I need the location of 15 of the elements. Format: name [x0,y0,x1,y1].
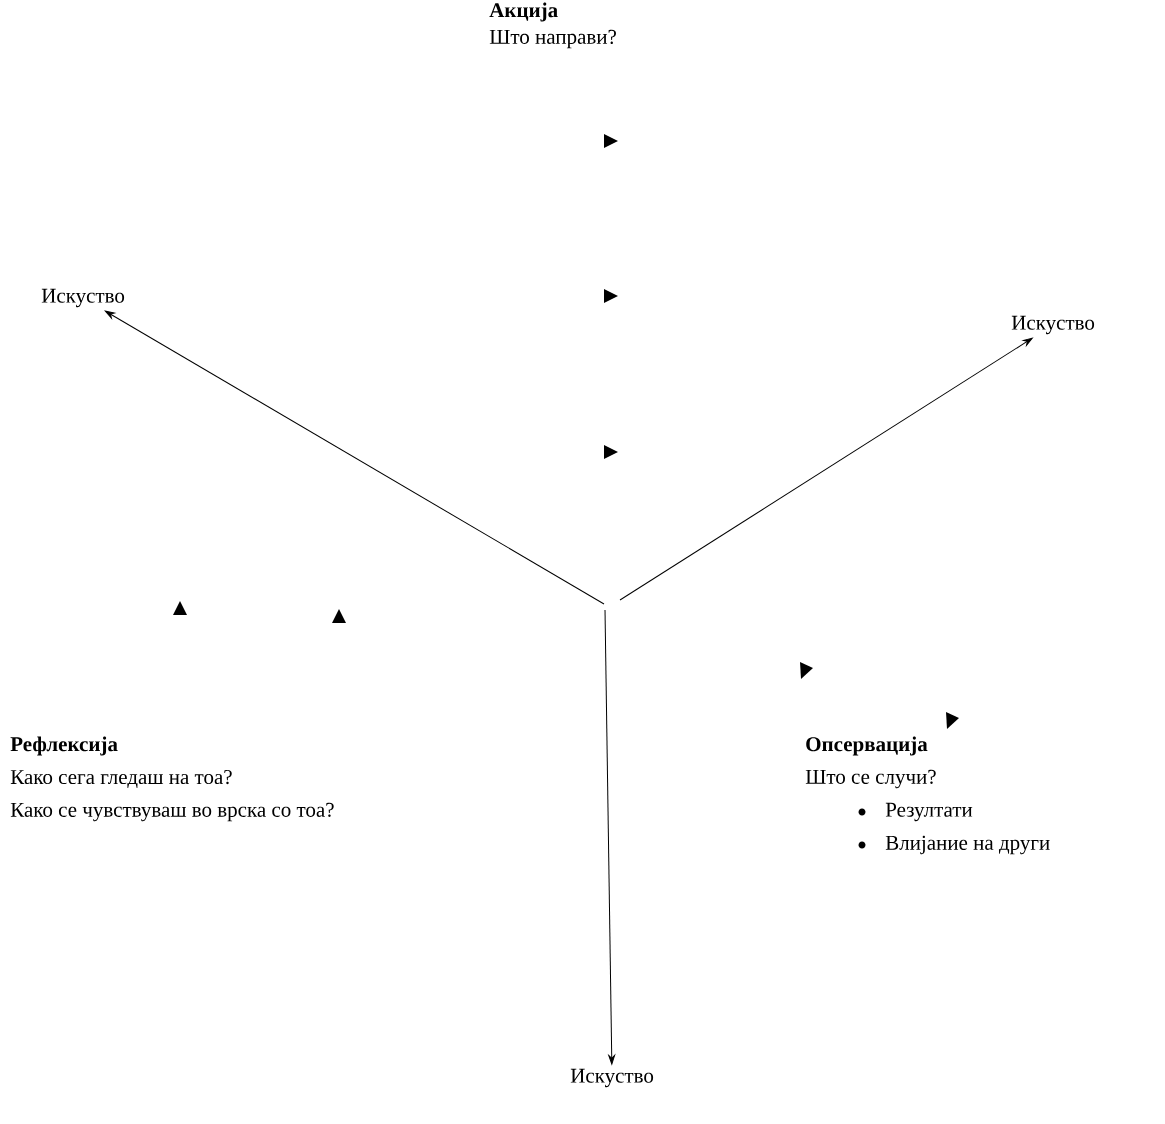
axis-label: Искуство [41,288,125,308]
axis-label: Искуство [1011,315,1095,335]
arrow [619,337,1033,601]
question: Што направи? [489,29,616,49]
question: Како се чувствуваш во врска со тоа? [10,802,334,822]
arrow [604,609,616,1065]
question: Што се случи? [805,769,936,789]
question: Како сега гледаш на тоа? [10,770,232,788]
arrow [104,310,605,605]
axis-label: Искуство [570,1068,654,1088]
heading: Опсервација [806,736,928,756]
list-item: Резултати [885,802,973,822]
heading: Акција [489,2,558,22]
heading: Рефлексија [10,736,118,756]
list-item: Влијание на други [885,835,1050,855]
